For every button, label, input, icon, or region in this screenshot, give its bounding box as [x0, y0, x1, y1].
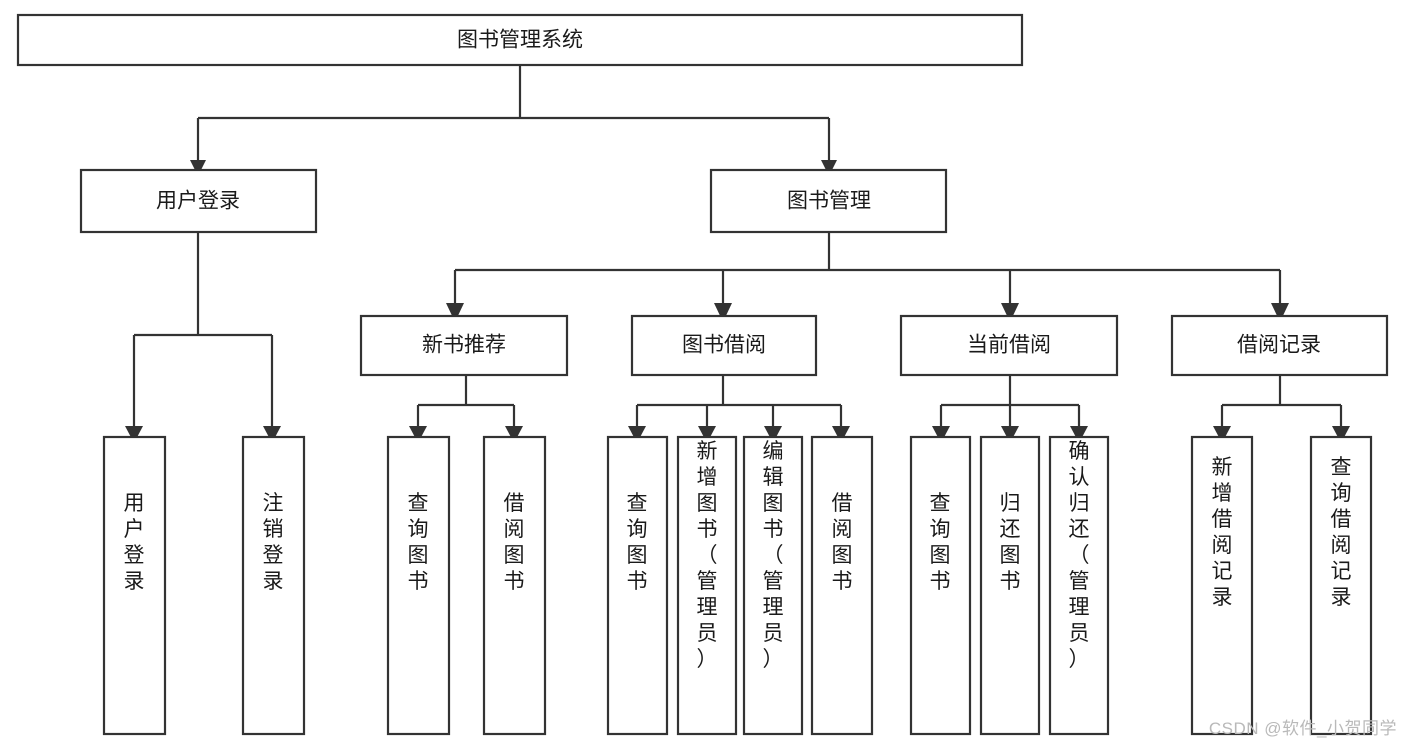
connector-new-book-recommend-to-leaves [416, 375, 516, 429]
node-leaf-logout-login[interactable]: 注销登录 [241, 435, 306, 736]
leaf-query-book-1-label: 查询图书 [408, 492, 429, 593]
node-leaf-query-book-2[interactable]: 查询图书 [606, 435, 669, 736]
user-login-box[interactable] [79, 168, 318, 234]
leaf-query-book-3-box[interactable] [909, 435, 972, 736]
leaf-add-book-admin-label: 新增图书（管理员） [697, 440, 718, 671]
node-borrow-record[interactable]: 借阅记录 [1170, 314, 1389, 377]
new-book-recommend-box[interactable] [359, 314, 569, 377]
arrow-to-leaf-add-borrow-record [1213, 426, 1231, 443]
node-leaf-borrow-book-2[interactable]: 借阅图书 [810, 435, 874, 736]
leaf-borrow-book-2-label: 借阅图书 [832, 492, 853, 593]
leaf-confirm-return-admin-box[interactable] [1048, 435, 1110, 736]
arrow-to-leaf-borrow-book-1 [505, 426, 523, 443]
borrow-record-label: 借阅记录 [1237, 334, 1321, 357]
arrow-to-leaf-query-book-2 [628, 426, 646, 443]
node-leaf-add-book-admin[interactable]: 新增图书（管理员） [676, 435, 738, 736]
leaf-borrow-book-1-box[interactable] [482, 435, 547, 736]
node-leaf-add-borrow-record[interactable]: 新增借阅记录 [1190, 435, 1254, 736]
leaf-user-login-box[interactable] [102, 435, 167, 736]
node-book-management[interactable]: 图书管理 [709, 168, 948, 234]
book-management-label: 图书管理 [787, 190, 871, 213]
arrow-to-borrow-record [1271, 303, 1289, 322]
node-leaf-edit-book-admin[interactable]: 编辑图书（管理员） [742, 435, 804, 736]
arrow-to-book-management [821, 160, 837, 176]
connector-book-borrow-to-leaves [635, 375, 843, 429]
leaf-return-book-label: 归还图书 [1000, 492, 1021, 593]
root-box[interactable] [16, 13, 1024, 67]
leaf-add-borrow-record-label: 新增借阅记录 [1212, 456, 1233, 609]
connector-current-borrow-to-leaves [939, 375, 1081, 429]
book-borrow-box[interactable] [630, 314, 818, 377]
arrow-to-leaf-query-book-1 [409, 426, 427, 443]
root-label: 图书管理系统 [457, 29, 583, 52]
leaf-query-book-1-box[interactable] [386, 435, 451, 736]
leaf-query-book-2-label: 查询图书 [627, 492, 648, 593]
leaf-logout-login-label: 注销登录 [263, 492, 284, 593]
leaf-query-book-3-label: 查询图书 [930, 492, 951, 593]
node-leaf-query-borrow-record[interactable]: 查询借阅记录 [1309, 435, 1373, 736]
node-root[interactable]: 图书管理系统 [16, 13, 1024, 67]
node-new-book-recommend[interactable]: 新书推荐 [359, 314, 569, 377]
arrow-to-leaf-add-book-admin [698, 426, 716, 443]
arrow-to-new-book-recommend [446, 303, 464, 322]
node-leaf-query-book-1[interactable]: 查询图书 [386, 435, 451, 736]
arrow-to-book-borrow [714, 303, 732, 322]
node-current-borrow[interactable]: 当前借阅 [899, 314, 1119, 377]
leaf-confirm-return-admin-label: 确认归还（管理员） [1069, 440, 1090, 671]
book-management-box[interactable] [709, 168, 948, 234]
connector-borrow-record-to-leaves [1220, 375, 1343, 429]
connector-layer [125, 65, 1350, 443]
new-book-recommend-label: 新书推荐 [422, 334, 506, 357]
leaf-query-borrow-record-label: 查询借阅记录 [1331, 456, 1352, 609]
leaf-borrow-book-1-label: 借阅图书 [504, 492, 525, 593]
connector-user-login-to-leaves [132, 232, 274, 429]
leaf-edit-book-admin-label: 编辑图书（管理员） [763, 440, 784, 671]
node-book-borrow[interactable]: 图书借阅 [630, 314, 818, 377]
connector-root-to-level2 [196, 65, 831, 162]
arrow-to-current-borrow [1001, 303, 1019, 322]
arrow-to-leaf-confirm-return-admin [1070, 426, 1088, 443]
current-borrow-box[interactable] [899, 314, 1119, 377]
current-borrow-label: 当前借阅 [967, 334, 1051, 357]
arrow-to-leaf-borrow-book-2 [832, 426, 850, 443]
node-leaf-user-login[interactable]: 用户登录 [102, 435, 167, 736]
leaf-borrow-book-2-box[interactable] [810, 435, 874, 736]
leaf-query-book-2-box[interactable] [606, 435, 669, 736]
node-leaf-query-book-3[interactable]: 查询图书 [909, 435, 972, 736]
node-leaf-confirm-return-admin[interactable]: 确认归还（管理员） [1048, 435, 1110, 736]
arrow-to-leaf-logout-login [263, 426, 281, 443]
leaf-edit-book-admin-box[interactable] [742, 435, 804, 736]
node-leaf-borrow-book-1[interactable]: 借阅图书 [482, 435, 547, 736]
leaf-query-borrow-record-box[interactable] [1309, 435, 1373, 736]
arrow-to-leaf-query-borrow-record [1332, 426, 1350, 443]
arrow-to-leaf-query-book-3 [932, 426, 950, 443]
borrow-record-box[interactable] [1170, 314, 1389, 377]
leaf-return-book-box[interactable] [979, 435, 1041, 736]
node-user-login[interactable]: 用户登录 [79, 168, 318, 234]
arrow-to-user-login [190, 160, 206, 176]
book-borrow-label: 图书借阅 [682, 334, 766, 357]
leaf-add-borrow-record-box[interactable] [1190, 435, 1254, 736]
arrow-to-leaf-user-login [125, 426, 143, 443]
leaf-logout-login-box[interactable] [241, 435, 306, 736]
arrow-to-leaf-edit-book-admin [764, 426, 782, 443]
leaf-user-login-label: 用户登录 [124, 492, 145, 593]
leaf-add-book-admin-box[interactable] [676, 435, 738, 736]
node-leaf-return-book[interactable]: 归还图书 [979, 435, 1041, 736]
user-login-label: 用户登录 [156, 190, 240, 213]
connector-book-management-to-level3 [453, 232, 1282, 308]
arrow-to-leaf-return-book [1001, 426, 1019, 443]
